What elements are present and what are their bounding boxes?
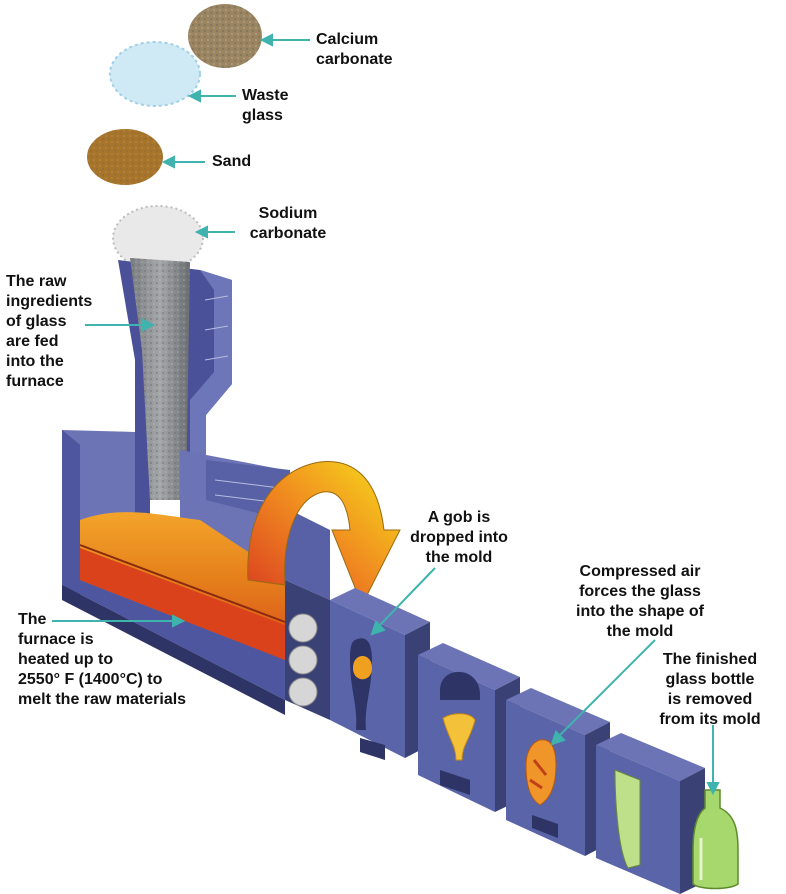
pointer-arrows — [52, 33, 720, 796]
label-raw-ingredients: The raw ingredients of glass are fed int… — [6, 272, 92, 392]
mold-station-3 — [506, 688, 610, 856]
label-line: is removed — [667, 691, 753, 708]
label-line: melt the raw materials — [18, 691, 187, 708]
mold-station-4 — [596, 733, 705, 894]
label-line: The finished — [662, 651, 758, 668]
calcium-carbonate-pile-icon — [188, 4, 262, 68]
label-furnace-heated: The furnace is heated up to 2550° F (140… — [18, 610, 186, 710]
mold-station-2 — [418, 643, 520, 812]
label-line: glass — [242, 107, 283, 124]
gob-arrow-icon — [247, 461, 401, 607]
label-line: carbonate — [316, 51, 393, 68]
furnace — [62, 430, 330, 720]
label-line: Waste — [242, 87, 289, 104]
label-line: into the shape of — [576, 603, 704, 620]
label-line: A gob is — [427, 509, 491, 526]
label-line: into the — [6, 353, 64, 370]
label-finished-bottle: The finished glass bottle is removed fro… — [640, 650, 780, 730]
mold-station-1 — [330, 588, 430, 760]
sand-pile-icon — [87, 129, 163, 185]
label-calcium-carbonate: Calcium carbonate — [316, 30, 392, 70]
label-line: furnace is — [18, 631, 94, 648]
label-line: carbonate — [249, 225, 327, 242]
label-line: ingredients — [6, 293, 93, 310]
label-line: forces the glass — [579, 583, 701, 600]
furnace-burners — [288, 613, 318, 707]
label-compressed-air: Compressed air forces the glass into the… — [548, 562, 732, 642]
label-line: the mold — [606, 623, 674, 640]
label-line: glass bottle — [665, 671, 755, 688]
label-line: Sand — [212, 153, 252, 170]
label-sodium-carbonate: Sodium carbonate — [236, 204, 340, 244]
label-sand: Sand — [212, 152, 251, 172]
label-line: Compressed air — [579, 563, 701, 580]
finished-bottle-icon — [692, 789, 739, 890]
label-gob-dropped: A gob is dropped into the mold — [404, 508, 514, 568]
label-line: from its mold — [659, 711, 761, 728]
label-line: The raw — [6, 273, 67, 290]
label-line: Sodium — [258, 205, 318, 222]
waste-glass-pile-icon — [109, 41, 201, 107]
label-line: are fed — [6, 333, 59, 350]
label-line: dropped into — [410, 529, 508, 546]
label-waste-glass: Waste glass — [242, 86, 289, 126]
label-line: the mold — [425, 549, 493, 566]
label-line: Calcium — [316, 31, 379, 48]
label-line: The — [18, 611, 47, 628]
label-line: of glass — [6, 313, 67, 330]
label-line: 2550° F (1400°C) to — [18, 671, 163, 688]
label-line: furnace — [6, 373, 64, 390]
label-line: heated up to — [18, 651, 114, 668]
